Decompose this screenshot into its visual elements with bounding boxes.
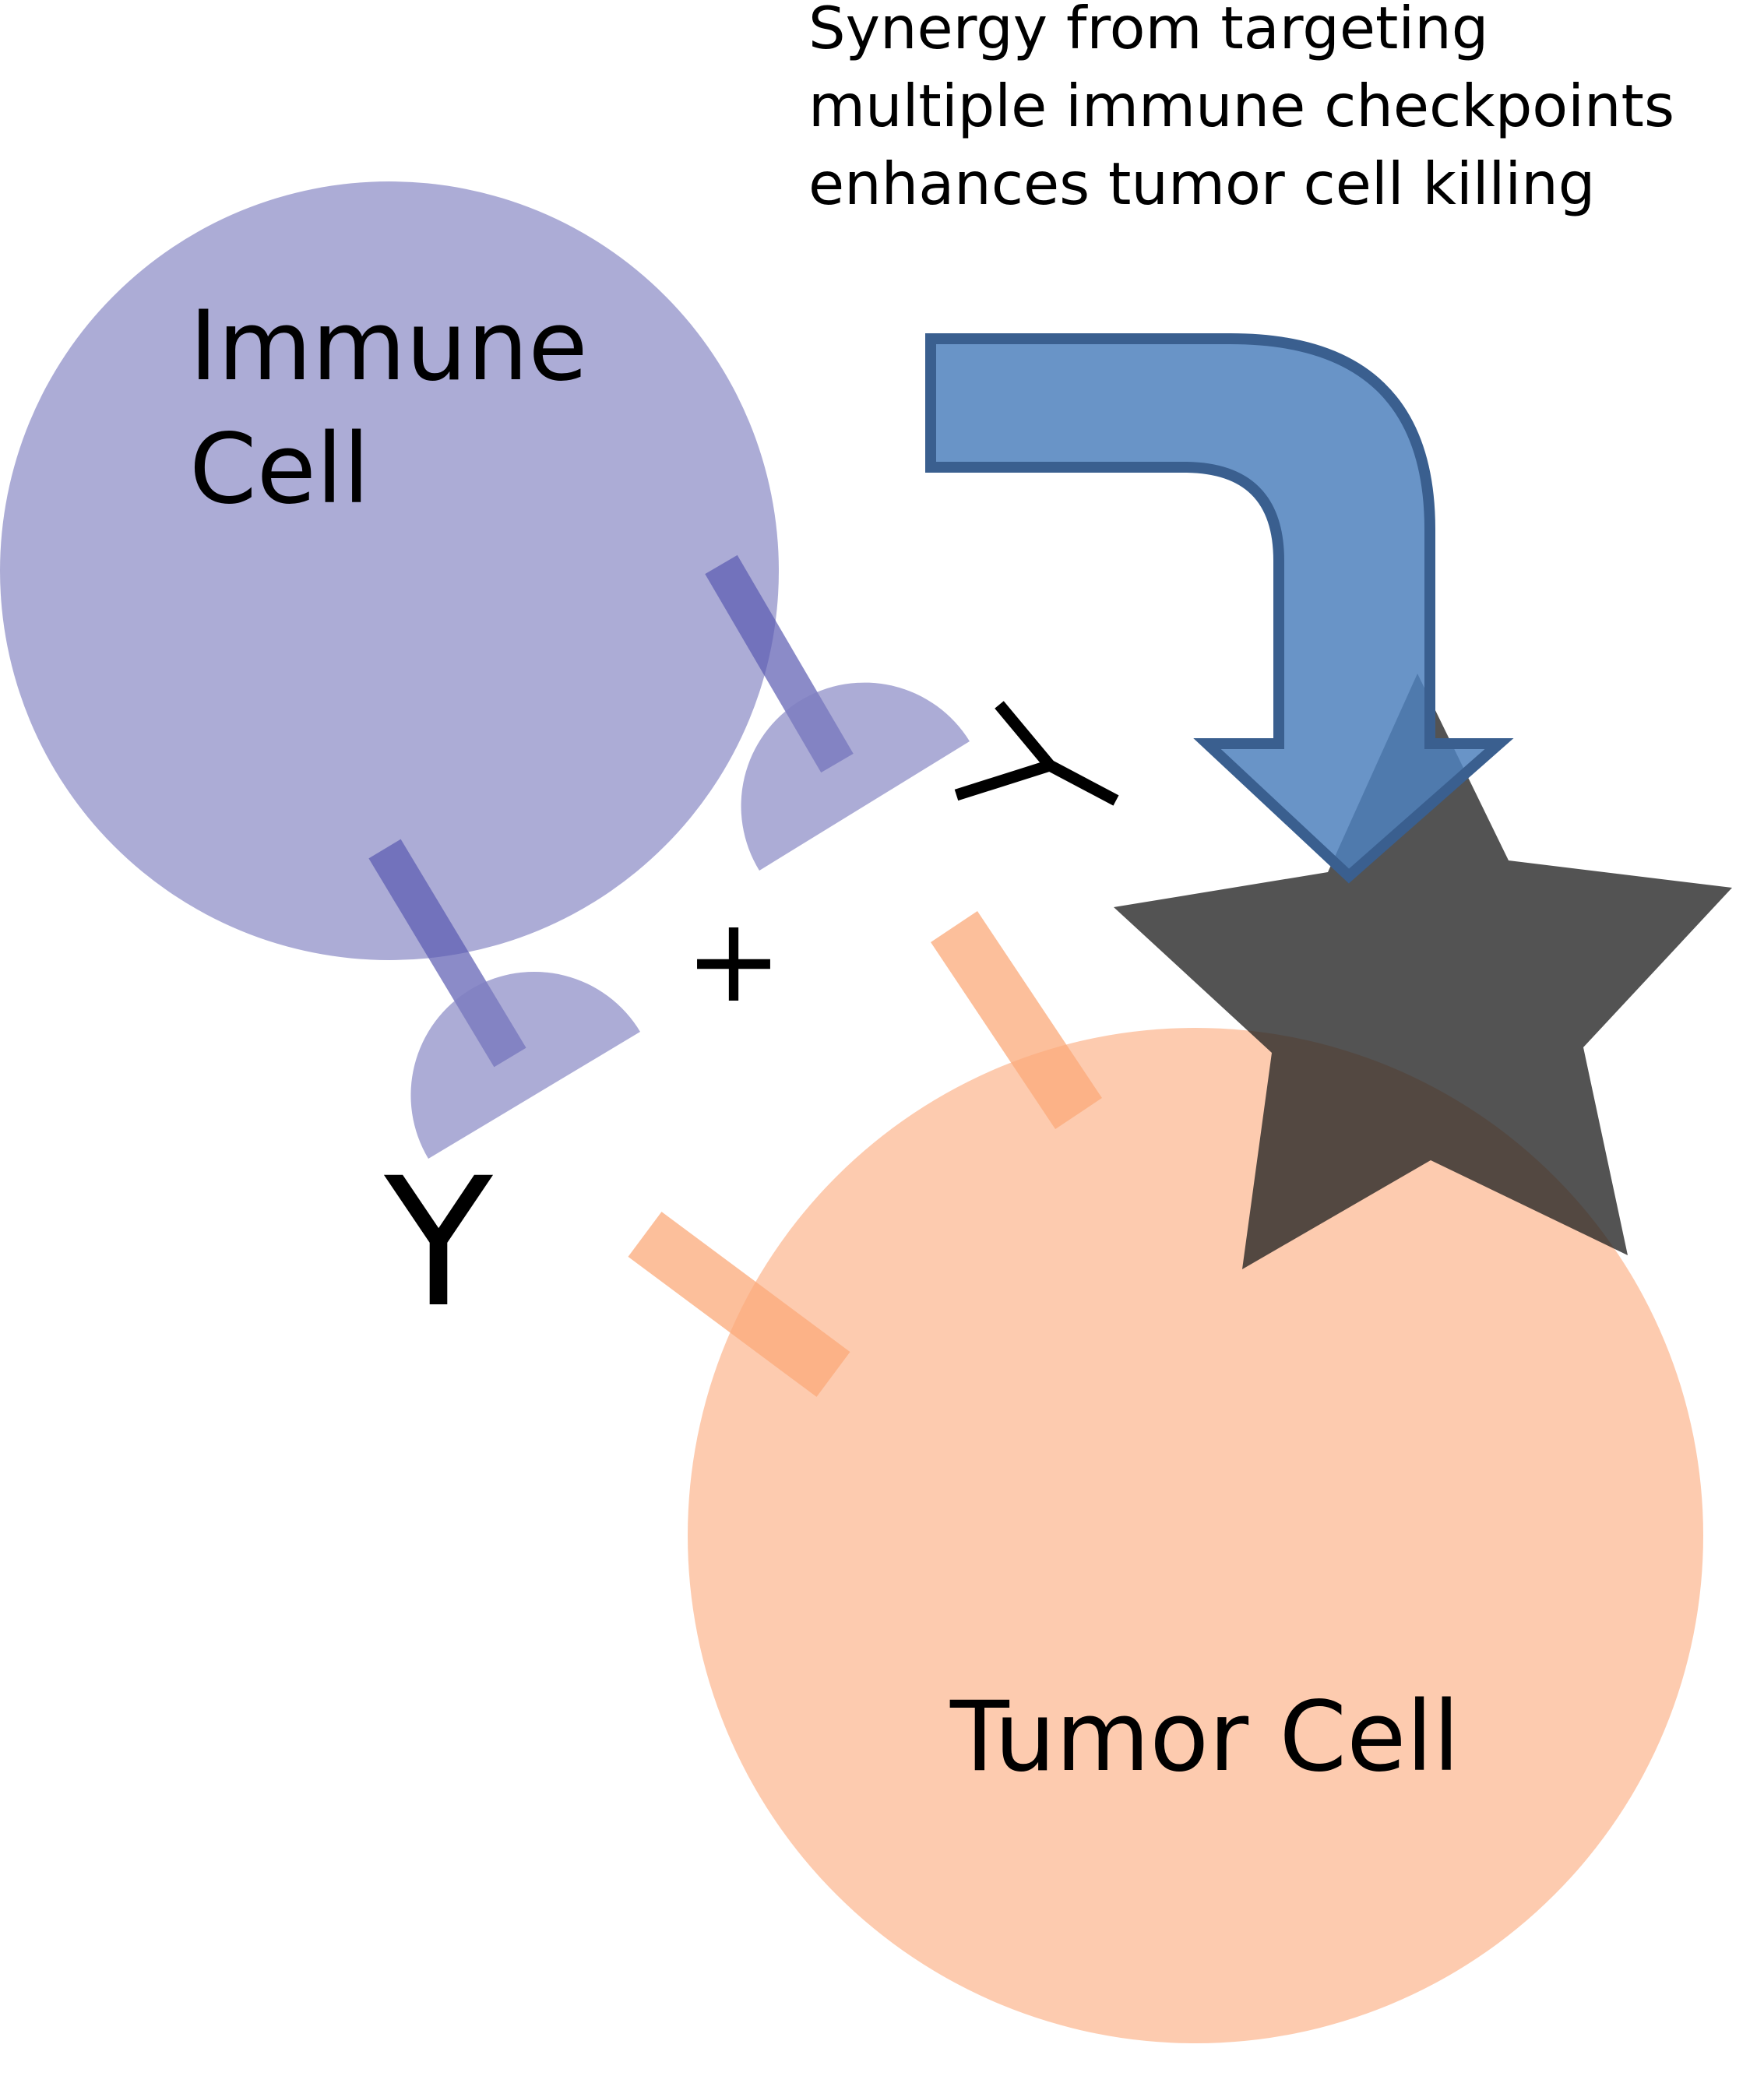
curved-down-arrow-icon — [925, 333, 1514, 884]
caption-line-2: multiple immune checkpoints — [808, 72, 1674, 140]
star-icon — [1114, 674, 1732, 1269]
caption-line-3: enhances tumor cell killing — [808, 150, 1595, 218]
immune-checkpoint-receptor-lower — [368, 839, 640, 1159]
immune-checkpoint-receptor-upper — [705, 554, 970, 871]
tumor-cell — [688, 1028, 1703, 2043]
caption-line-1: Synergy from targeting — [808, 0, 1488, 62]
tumor-cell-label: Tumor Cell — [949, 1681, 1459, 1793]
antibody-icon — [954, 701, 1119, 806]
immune-cell-label-line-2: Cell — [189, 413, 370, 526]
tumor-ligand-upper — [931, 911, 1102, 1129]
antibody-symbol: Y — [383, 1139, 493, 1346]
immune-cell-label-line-1: Immune — [189, 290, 588, 403]
plus-sign: + — [685, 893, 783, 1029]
immune-cell — [0, 181, 779, 960]
tumor-ligand-lower — [628, 1212, 850, 1397]
